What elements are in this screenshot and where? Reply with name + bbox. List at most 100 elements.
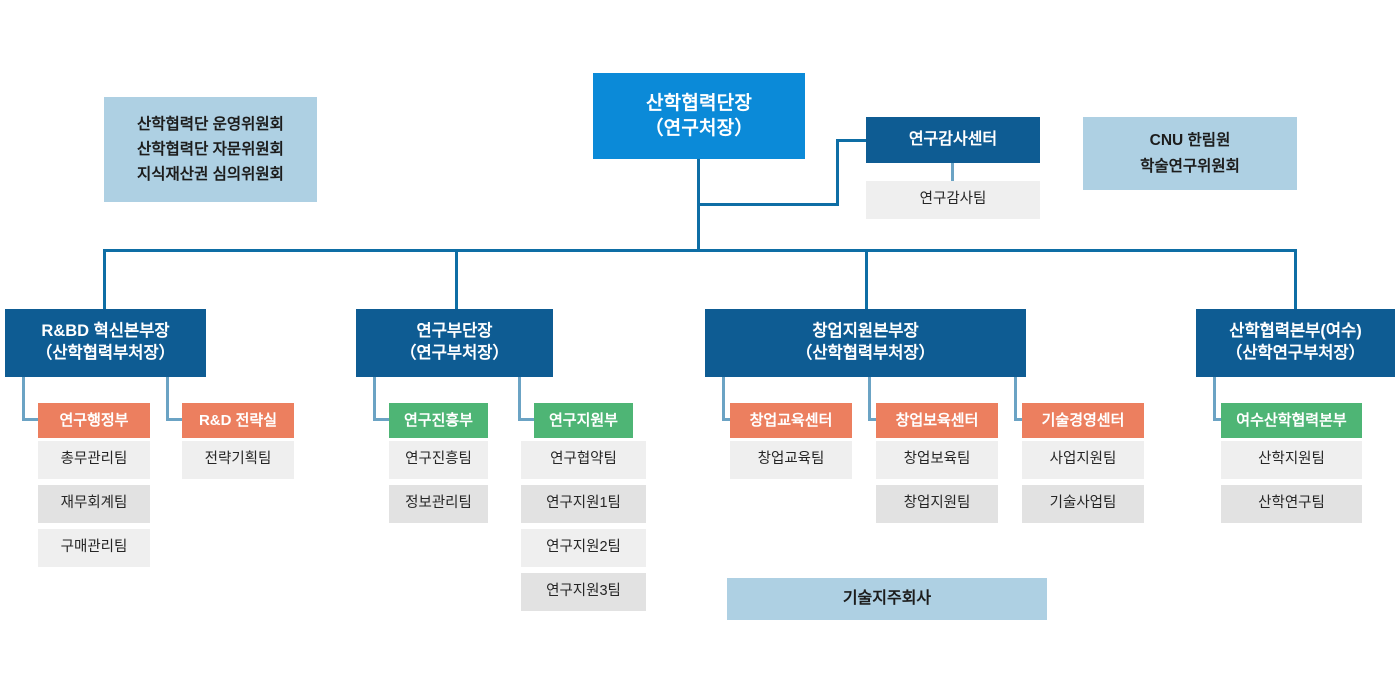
connector-dept-2-1 xyxy=(373,377,376,421)
connector-audit-horizontal-b xyxy=(836,139,867,142)
node-team-4-1-2-label: 산학연구팀 xyxy=(1258,495,1325,512)
node-team-2-2-2[interactable]: 연구지원1팀 xyxy=(521,485,646,523)
node-team-2-2-2-label: 연구지원1팀 xyxy=(546,495,621,512)
node-team-3-2-1[interactable]: 창업보육팀 xyxy=(876,441,998,479)
connector-main-trunk xyxy=(103,249,1297,252)
node-team-3-2-1-label: 창업보육팀 xyxy=(903,451,971,468)
node-audit-center-label: 연구감사센터 xyxy=(908,131,998,149)
committee-line-1: 산학협력단 운영위원회 xyxy=(137,115,284,133)
node-department-1-2-label: R&D 전략실 xyxy=(198,411,278,429)
node-department-1-1[interactable]: 연구행정부 xyxy=(38,403,150,438)
node-division-2-line2: （연구부처장） xyxy=(400,344,509,362)
node-department-4-1[interactable]: 여수산학협력본부 xyxy=(1221,403,1362,438)
node-division-3[interactable]: 창업지원본부장 （산학협력부처장） xyxy=(705,309,1026,377)
node-team-1-2-1-label: 전략기획팀 xyxy=(204,451,272,468)
connector-dept-3-1 xyxy=(722,377,725,421)
node-division-1-line1: R&BD 혁신본부장 xyxy=(41,322,170,341)
connector-audit-vertical-b xyxy=(836,139,839,206)
node-department-2-2-label: 연구지원부 xyxy=(548,411,618,429)
connector-dept-4-1 xyxy=(1213,377,1216,421)
node-department-1-1-label: 연구행정부 xyxy=(59,411,129,429)
node-team-2-1-1[interactable]: 연구진흥팀 xyxy=(389,441,488,479)
node-team-3-2-2[interactable]: 창업지원팀 xyxy=(876,485,998,523)
node-department-3-3-label: 기술경영센터 xyxy=(1041,411,1125,429)
node-chief-line1: 산학협력단장 xyxy=(645,92,753,114)
node-division-4[interactable]: 산학협력본부(여수) （산학연구부처장） xyxy=(1196,309,1395,377)
connector-audit-vertical-a xyxy=(697,158,700,206)
node-team-2-2-3[interactable]: 연구지원2팀 xyxy=(521,529,646,567)
node-chief[interactable]: 산학협력단장 （연구처장） xyxy=(593,73,805,159)
connector-dept-1-1 xyxy=(22,377,25,421)
node-audit-center[interactable]: 연구감사센터 xyxy=(866,117,1040,163)
node-department-4-1-label: 여수산학협력본부 xyxy=(1236,411,1347,429)
connector-dept-1-2 xyxy=(166,377,169,421)
connector-dept-2-2 xyxy=(518,377,521,421)
node-department-3-3[interactable]: 기술경영센터 xyxy=(1022,403,1144,438)
connector-audit-horizontal-a xyxy=(697,203,839,206)
node-department-1-2[interactable]: R&D 전략실 xyxy=(182,403,294,438)
node-division-1-line2: （산학협력부처장） xyxy=(35,344,176,362)
node-team-3-3-2[interactable]: 기술사업팀 xyxy=(1022,485,1144,523)
panel-hallim: CNU 한림원 학술연구위원회 xyxy=(1083,117,1297,190)
node-team-1-1-3-label: 구매관리팀 xyxy=(60,539,128,556)
connector-dept-2-1-arm xyxy=(373,418,389,421)
node-team-2-1-1-label: 연구진흥팀 xyxy=(405,451,472,468)
node-division-2[interactable]: 연구부단장 （연구부처장） xyxy=(356,309,553,377)
node-division-4-line1: 산학협력본부(여수) xyxy=(1229,322,1362,341)
hallim-line-1: CNU 한림원 xyxy=(1149,132,1231,150)
node-team-2-2-4-label: 연구지원3팀 xyxy=(546,583,621,600)
connector-dept-2-2-arm xyxy=(518,418,534,421)
node-holding-company[interactable]: 기술지주회사 xyxy=(727,578,1047,620)
node-team-2-2-1[interactable]: 연구협약팀 xyxy=(521,441,646,479)
node-division-1[interactable]: R&BD 혁신본부장 （산학협력부처장） xyxy=(5,309,206,377)
node-team-4-1-1-label: 산학지원팀 xyxy=(1258,451,1325,468)
committee-line-3: 지식재산권 심의위원회 xyxy=(137,166,284,184)
node-team-1-1-2-label: 재무회계팀 xyxy=(60,495,128,512)
node-team-3-3-1-label: 사업지원팀 xyxy=(1049,451,1117,468)
connector-audit-team-stub xyxy=(951,163,954,181)
node-department-3-1-label: 창업교육센터 xyxy=(749,411,833,429)
node-team-1-1-1-label: 총무관리팀 xyxy=(60,451,128,468)
node-division-2-line1: 연구부단장 xyxy=(416,322,493,341)
node-team-3-3-1[interactable]: 사업지원팀 xyxy=(1022,441,1144,479)
node-team-3-2-2-label: 창업지원팀 xyxy=(903,495,971,512)
node-team-2-2-1-label: 연구협약팀 xyxy=(550,451,617,468)
node-holding-company-label: 기술지주회사 xyxy=(842,590,932,608)
committee-line-2: 산학협력단 자문위원회 xyxy=(137,140,284,158)
connector-drop-division-4 xyxy=(1294,249,1297,309)
connector-dept-3-3 xyxy=(1014,377,1017,421)
node-team-1-1-1[interactable]: 총무관리팀 xyxy=(38,441,150,479)
connector-drop-division-2 xyxy=(455,249,458,309)
node-team-3-3-2-label: 기술사업팀 xyxy=(1049,495,1117,512)
node-chief-line2: （연구처장） xyxy=(644,118,754,139)
node-team-4-1-1[interactable]: 산학지원팀 xyxy=(1221,441,1362,479)
node-team-2-2-3-label: 연구지원2팀 xyxy=(546,539,621,556)
node-department-2-1-label: 연구진흥부 xyxy=(403,411,473,429)
connector-dept-1-2-arm xyxy=(166,418,182,421)
node-team-1-1-3[interactable]: 구매관리팀 xyxy=(38,529,150,567)
node-team-1-1-2[interactable]: 재무회계팀 xyxy=(38,485,150,523)
panel-committees: 산학협력단 운영위원회 산학협력단 자문위원회 지식재산권 심의위원회 xyxy=(104,97,317,202)
node-team-2-1-2[interactable]: 정보관리팀 xyxy=(389,485,488,523)
node-team-3-1-1-label: 창업교육팀 xyxy=(757,451,825,468)
node-department-2-1[interactable]: 연구진흥부 xyxy=(389,403,488,438)
node-team-3-1-1[interactable]: 창업교육팀 xyxy=(730,441,852,479)
node-team-2-2-4[interactable]: 연구지원3팀 xyxy=(521,573,646,611)
node-division-4-line2: （산학연구부처장） xyxy=(1225,344,1366,362)
node-division-3-line2: （산학협력부처장） xyxy=(795,344,936,362)
connector-drop-division-1 xyxy=(103,249,106,309)
node-department-3-2[interactable]: 창업보육센터 xyxy=(876,403,998,438)
node-team-4-1-2[interactable]: 산학연구팀 xyxy=(1221,485,1362,523)
node-audit-team[interactable]: 연구감사팀 xyxy=(866,181,1040,219)
connector-dept-1-1-arm xyxy=(22,418,38,421)
node-department-3-1[interactable]: 창업교육센터 xyxy=(730,403,852,438)
node-department-3-2-label: 창업보육센터 xyxy=(895,411,979,429)
node-division-3-line1: 창업지원본부장 xyxy=(812,322,919,341)
connector-dept-3-2 xyxy=(868,377,871,421)
node-department-2-2[interactable]: 연구지원부 xyxy=(534,403,633,438)
node-team-1-2-1[interactable]: 전략기획팀 xyxy=(182,441,294,479)
hallim-line-2: 학술연구위원회 xyxy=(1140,157,1240,175)
node-audit-team-label: 연구감사팀 xyxy=(919,191,987,208)
connector-drop-division-3 xyxy=(865,249,868,309)
